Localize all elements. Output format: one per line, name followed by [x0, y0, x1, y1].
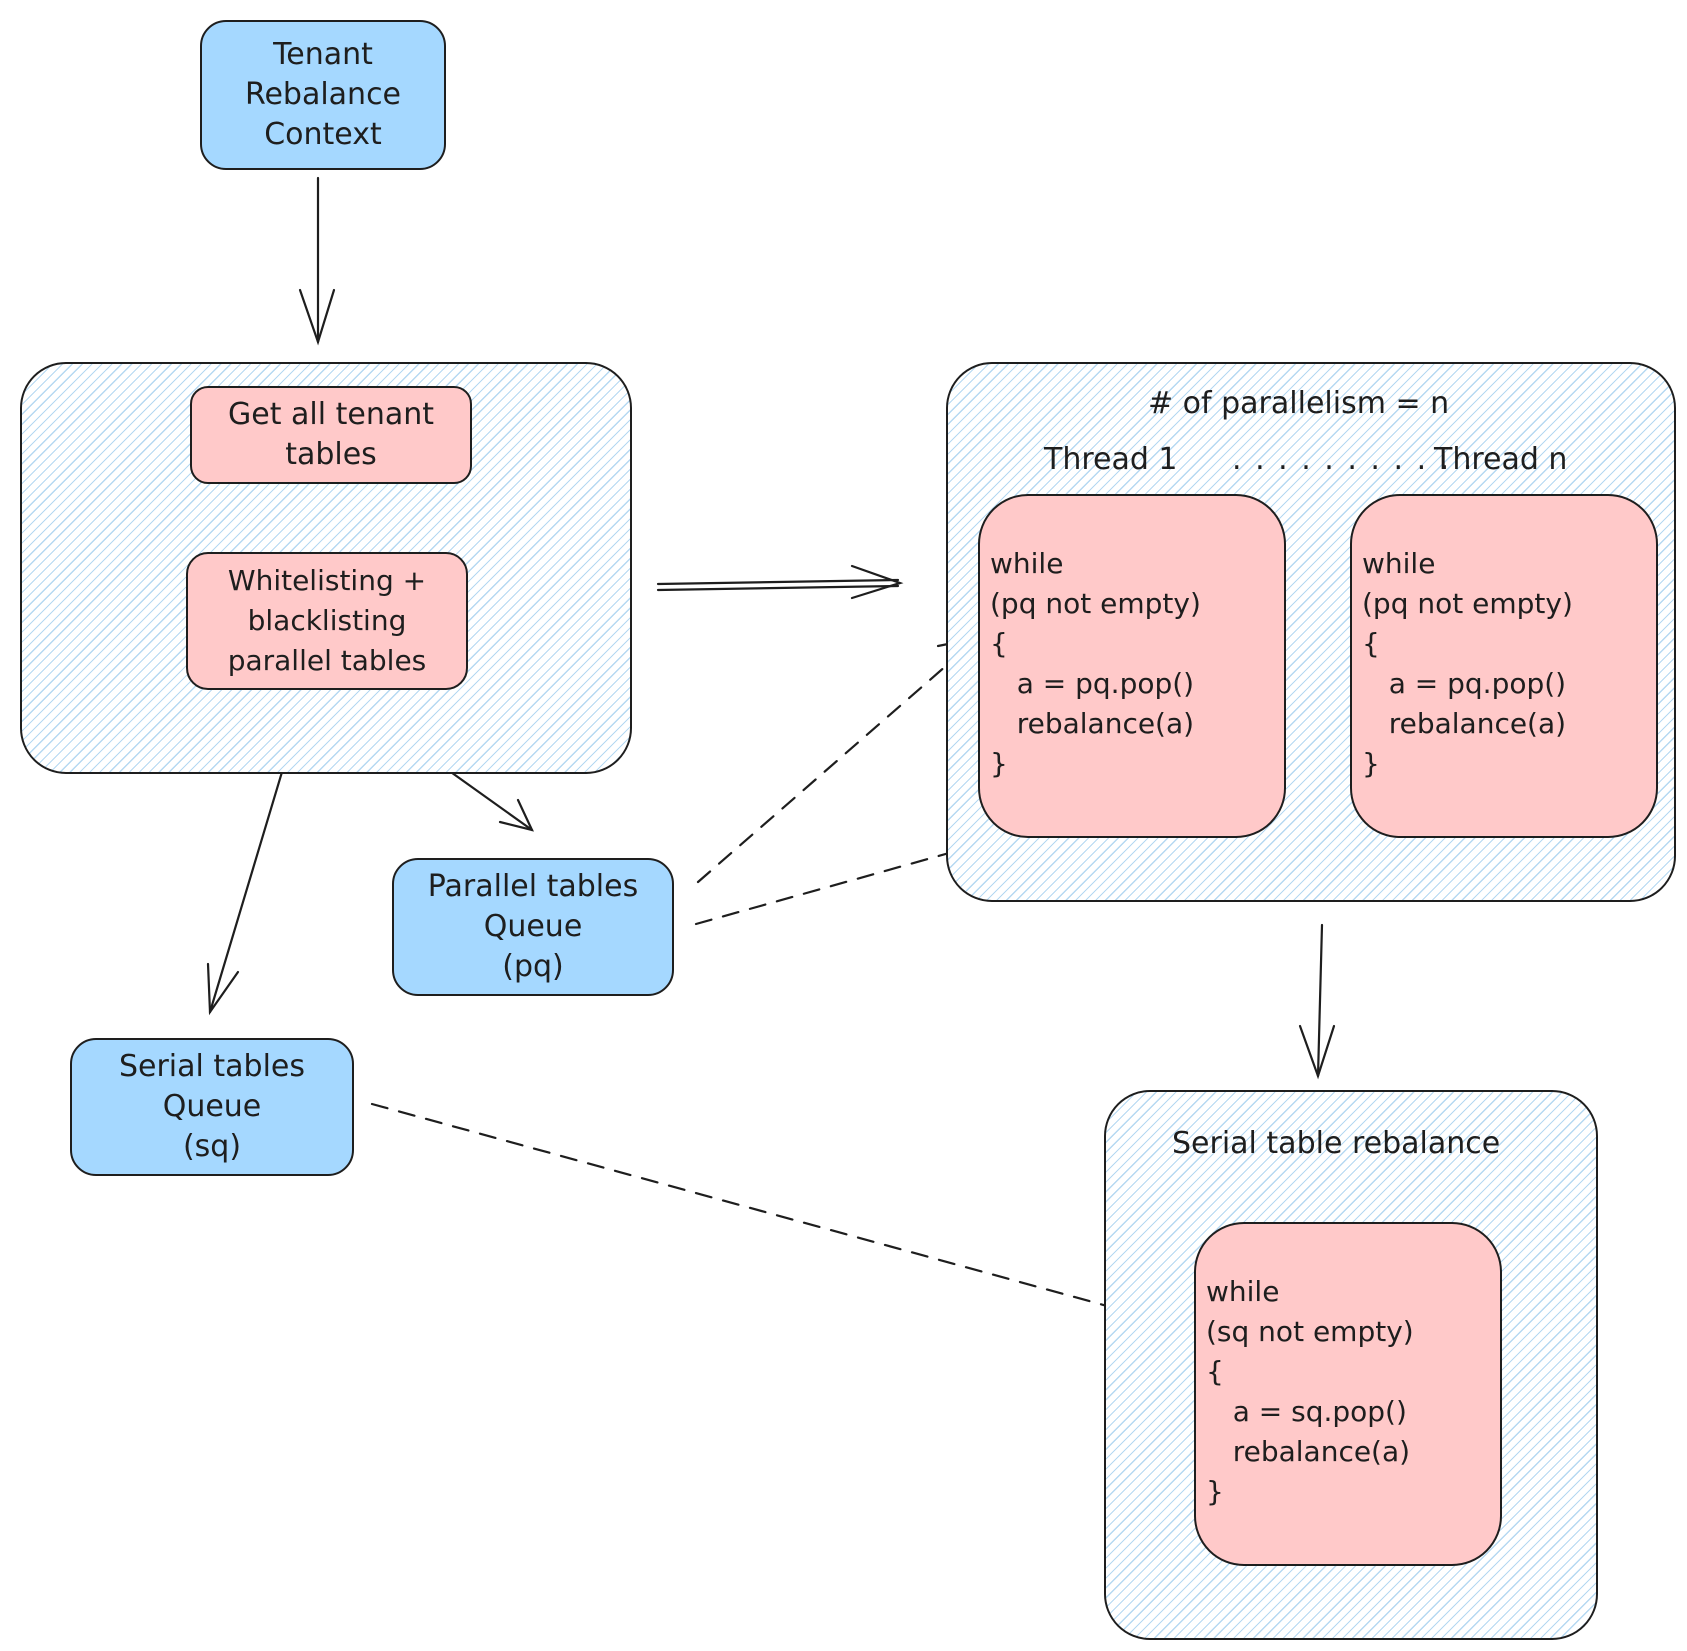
- arrow-queue-to-thread-1: [696, 636, 980, 884]
- thread-1-code-block: while (pq not empty) { a = pq.pop() reba…: [978, 494, 1286, 838]
- get-all-tenant-tables-node: Get all tenant tables: [190, 386, 472, 484]
- arrow-serial-queue-to-serial-rebalance: [370, 1102, 1184, 1338]
- arrow-group-to-parallel-threads: [656, 564, 904, 600]
- parallelism-label: # of parallelism = n: [1148, 386, 1450, 421]
- thread-1-label: Thread 1: [1044, 442, 1178, 477]
- arrow-context-to-group: [298, 176, 336, 346]
- serial-tables-queue-node: Serial tables Queue (sq): [70, 1038, 354, 1176]
- tenant-rebalance-context-node: Tenant Rebalance Context: [200, 20, 446, 170]
- parallel-tables-queue-node: Parallel tables Queue (pq): [392, 858, 674, 996]
- whitelisting-blacklisting-node: Whitelisting + blacklisting parallel tab…: [186, 552, 468, 690]
- thread-dots: . . . . . . . . . . .: [1232, 442, 1475, 477]
- thread-n-label: Thread n: [1434, 442, 1568, 477]
- serial-rebalance-title: Serial table rebalance: [1172, 1126, 1501, 1161]
- serial-code-block: while (sq not empty) { a = sq.pop() reba…: [1194, 1222, 1502, 1566]
- thread-n-code-block: while (pq not empty) { a = pq.pop() reba…: [1350, 494, 1658, 838]
- arrow-parallel-group-to-serial-group: [1298, 923, 1336, 1080]
